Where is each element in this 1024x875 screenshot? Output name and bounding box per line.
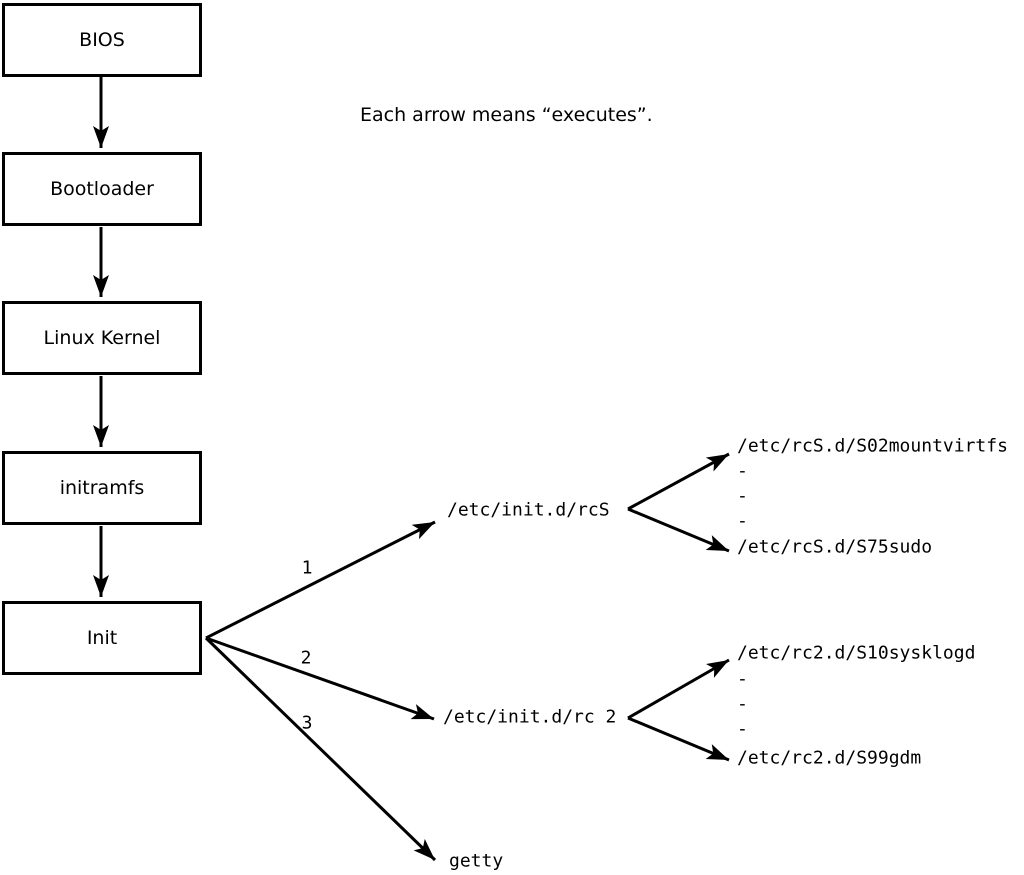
path-getty: getty [449,850,504,872]
arrow-rc2-to-last-script [627,716,730,762]
arrow-init-to-getty [204,636,437,862]
box-init-label: Init [86,627,118,649]
box-bootloader-label: Bootloader [50,178,154,200]
rcs-dots-2: - [737,485,748,507]
arrow-rc2-to-first-script [627,658,730,720]
path-rc2-last-script: /etc/rc2.d/S99gdm [737,747,922,769]
box-bios: BIOS [2,3,202,77]
path-rcs-last-script: /etc/rcS.d/S75sudo [737,536,933,558]
box-initramfs: initramfs [2,451,202,525]
arrow-label-1: 1 [301,557,313,579]
arrow-rcs-to-last-script [627,507,730,553]
arrow-init-to-rcs [205,520,436,640]
path-rc2-first-script: /etc/rc2.d/S10sysklogd [737,642,976,664]
arrow-label-2: 2 [300,647,312,669]
rc2-dots-1: - [737,668,748,690]
arrow-rcs-to-first-script [627,452,730,511]
box-bios-label: BIOS [79,29,125,51]
rcs-dots-3: - [737,510,748,532]
arrow-init-to-rc2 [205,636,435,721]
box-initramfs-label: initramfs [59,477,145,499]
box-linux-kernel-label: Linux Kernel [43,327,161,349]
box-init: Init [2,601,202,675]
rc2-dots-3: - [737,718,748,740]
rc2-dots-2: - [737,693,748,715]
diagram-caption: Each arrow means “executes”. [360,104,653,126]
box-linux-kernel: Linux Kernel [2,301,202,375]
rcs-dots-1: - [737,460,748,482]
path-etc-init-d-rcs: /etc/init.d/rcS [447,499,610,521]
path-rcs-first-script: /etc/rcS.d/S02mountvirtfs [737,435,1008,457]
box-bootloader: Bootloader [2,152,202,226]
path-etc-init-d-rc2: /etc/init.d/rc 2 [443,706,617,728]
arrow-label-3: 3 [301,712,313,734]
